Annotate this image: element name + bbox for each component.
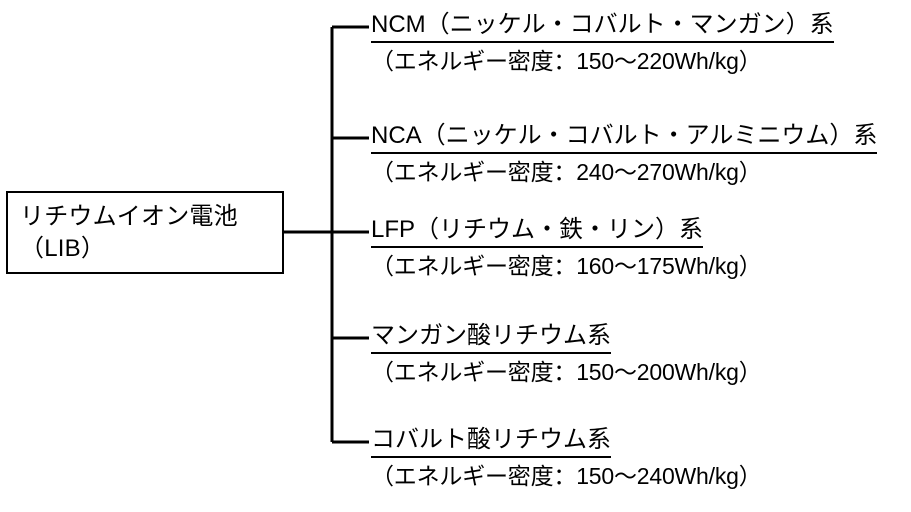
branch-subtitle-lithium-manganese-oxide: （エネルギー密度：150～200Wh/kg） <box>371 359 762 385</box>
branch-title-lithium-cobalt-oxide: コバルト酸リチウム系 <box>371 425 611 458</box>
branch-node-lfp: LFP（リチウム・鉄・リン）系 （エネルギー密度：160～175Wh/kg） <box>371 215 762 281</box>
root-node-lithium-ion-battery: リチウムイオン電池 （LIB） <box>6 191 284 274</box>
branch-subtitle-nca: （エネルギー密度：240～270Wh/kg） <box>371 159 762 185</box>
branch-subtitle-ncm: （エネルギー密度：150～220Wh/kg） <box>371 48 762 74</box>
branch-subtitle-lithium-cobalt-oxide: （エネルギー密度：150～240Wh/kg） <box>371 463 762 489</box>
branch-title-ncm: NCM（ニッケル・コバルト・マンガン）系 <box>371 10 834 43</box>
root-node-label-line1: リチウムイオン電池 <box>20 202 238 230</box>
branch-node-lithium-cobalt-oxide: コバルト酸リチウム系 （エネルギー密度：150～240Wh/kg） <box>371 425 762 491</box>
branch-subtitle-lfp: （エネルギー密度：160～175Wh/kg） <box>371 253 762 279</box>
branch-title-nca: NCA（ニッケル・コバルト・アルミニウム）系 <box>371 121 878 154</box>
branch-title-lfp: LFP（リチウム・鉄・リン）系 <box>371 215 704 248</box>
branch-node-ncm: NCM（ニッケル・コバルト・マンガン）系 （エネルギー密度：150～220Wh/… <box>371 10 834 76</box>
branch-node-lithium-manganese-oxide: マンガン酸リチウム系 （エネルギー密度：150～200Wh/kg） <box>371 321 762 387</box>
branch-title-lithium-manganese-oxide: マンガン酸リチウム系 <box>371 321 611 354</box>
branch-node-nca: NCA（ニッケル・コバルト・アルミニウム）系 （エネルギー密度：240～270W… <box>371 121 878 187</box>
root-node-label-line2: （LIB） <box>20 234 106 262</box>
